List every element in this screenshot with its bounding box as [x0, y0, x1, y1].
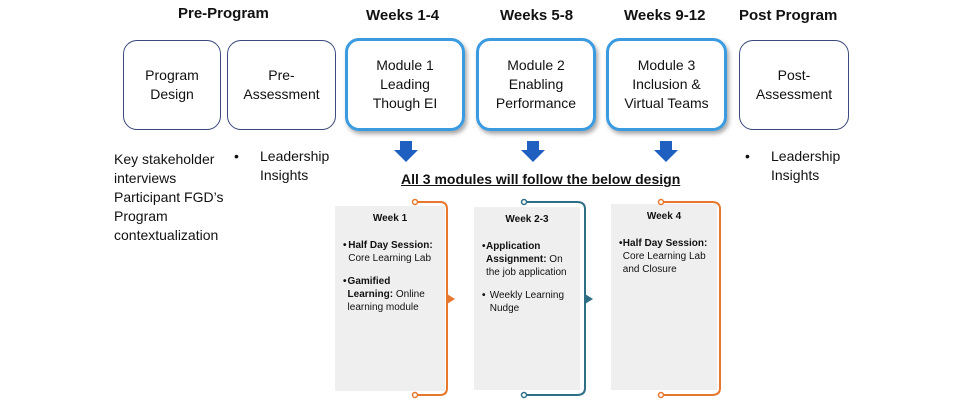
week-2-3-panel: Week 2-3 • Application Assignment: On th… — [474, 207, 580, 390]
bullet-marker: • — [234, 148, 239, 164]
bullet-marker: • — [619, 238, 623, 249]
panel-item: • Gamified Learning: Online learning mod… — [343, 275, 437, 314]
week-4-bracket — [657, 198, 721, 399]
panel-item-text: Online learning module — [347, 289, 425, 313]
pre-assessment-box: Pre- Assessment — [227, 40, 336, 130]
post-assessment-bullet: • Leadership Insights — [745, 147, 840, 185]
module-3-box: Module 3 Inclusion & Virtual Teams — [606, 38, 727, 131]
panel-item-text: On the job application — [485, 254, 567, 278]
panel-item-text: Core Learning Lab and Closure — [622, 251, 706, 275]
panel-item-bold: Gamified Learning: — [347, 276, 394, 300]
panel-title: Week 1 — [372, 213, 408, 224]
post-assessment-bullet-text: Leadership Insights — [771, 148, 841, 183]
bullet-marker: • — [482, 290, 486, 301]
phase-header-weeks-1-4: Weeks 1-4 — [366, 7, 440, 24]
panel-item-bold: Application Assignment: — [485, 241, 547, 265]
post-assessment-box: Post- Assessment — [739, 40, 849, 130]
panel-item-text: Weekly Learning Nudge — [489, 290, 565, 314]
module-1-box: Module 1 Leading Though EI — [345, 38, 465, 131]
week-1-panel: Week 1 • Half Day Session: Core Learning… — [335, 206, 445, 391]
program-design-box: Program Design — [123, 40, 221, 130]
phase-header-post-program: Post Program — [739, 7, 838, 24]
bullet-marker: • — [745, 148, 750, 164]
panel-item-bold: Half Day Session: — [348, 240, 433, 251]
phase-header-pre-program: Pre-Program — [178, 5, 269, 22]
bullet-marker: • — [482, 241, 486, 252]
panel-item-text: Core Learning Lab — [348, 253, 432, 264]
panel-item: • Application Assignment: On the job app… — [482, 240, 572, 279]
down-arrow-icon — [394, 141, 418, 162]
panel-title: Week 2-3 — [505, 214, 549, 225]
pre-assessment-bullet: • Leadership Insights — [234, 147, 329, 185]
panel-title: Week 4 — [646, 211, 682, 222]
pre-program-notes: Key stakeholder interviews Participant F… — [114, 151, 224, 243]
week-2-3-bracket — [520, 198, 593, 399]
phase-header-weeks-9-12: Weeks 9-12 — [624, 7, 706, 24]
phase-header-weeks-5-8: Weeks 5-8 — [500, 7, 574, 24]
down-arrow-icon — [654, 141, 678, 162]
down-arrow-icon — [521, 141, 545, 162]
design-title: All 3 modules will follow the below desi… — [401, 171, 681, 187]
bullet-marker: • — [343, 240, 347, 251]
panel-item: • Half Day Session: Core Learning Lab an… — [619, 237, 709, 276]
week-1-bracket — [411, 198, 455, 399]
panel-item: • Weekly Learning Nudge — [482, 289, 572, 315]
panel-item: • Half Day Session: Core Learning Lab — [343, 239, 437, 265]
pre-assessment-bullet-text: Leadership Insights — [260, 148, 330, 183]
panel-item-bold: Half Day Session: — [622, 238, 708, 249]
module-2-box: Module 2 Enabling Performance — [476, 38, 596, 131]
bullet-marker: • — [343, 276, 347, 287]
week-4-panel: Week 4 • Half Day Session: Core Learning… — [611, 204, 717, 390]
